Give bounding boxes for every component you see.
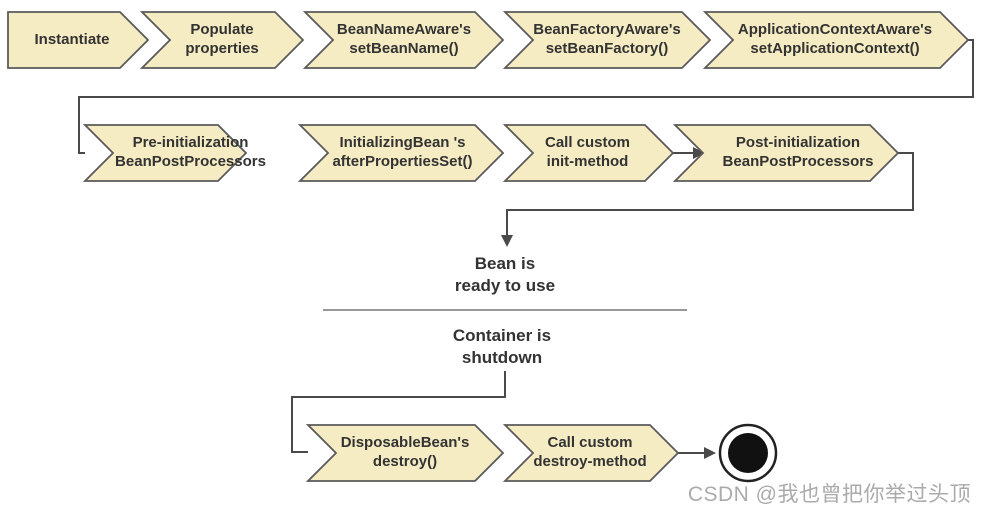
chevron-call-custom-init [502,124,675,182]
chevron-beanfactoryaware [502,11,712,69]
chevron-applicationcontextaware [702,11,970,69]
connector-row1-to-row2 [78,39,974,154]
chevron-instantiate [7,11,150,69]
arrowhead-right-icon [704,447,716,459]
chevron-beannameaware [302,11,505,69]
connector-shutdown-to-row3 [291,371,506,453]
chevron-populate-properties [139,11,305,69]
watermark: CSDN @我也曾把你举过头顶 [687,483,971,506]
chevron-initializingbean [297,124,505,182]
final-state-icon [728,433,768,473]
chevron-pre-init-beanpostprocessors [82,124,248,182]
connector-row2-to-ready [506,152,914,238]
chevron-post-init-beanpostprocessors [672,124,900,182]
arrowhead-down-icon [501,235,513,247]
chevron-call-custom-destroy [502,424,680,482]
chevron-disposablebean-destroy [305,424,505,482]
arrowhead-right-icon [693,147,705,159]
